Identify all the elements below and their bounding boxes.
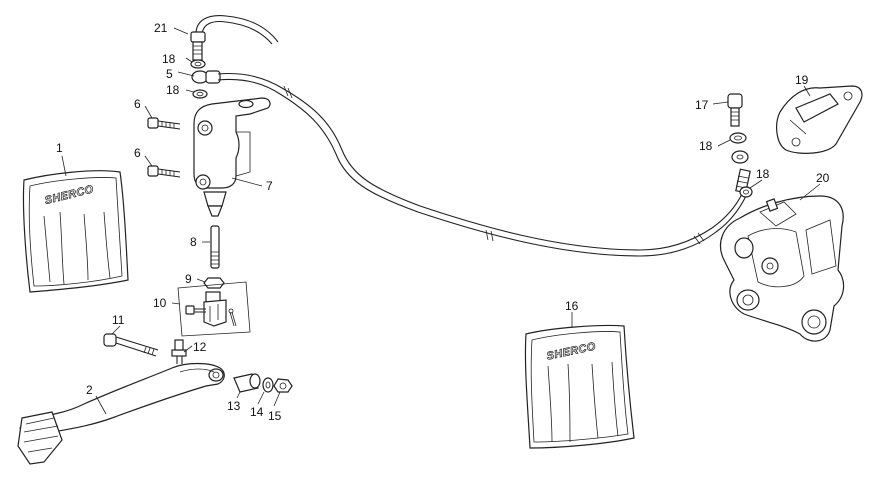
nut-9 [203,277,225,289]
callout-18-b: 18 [166,83,180,97]
callout-9: 9 [185,272,192,286]
brake-caliper [719,195,845,342]
brake-pad-19 [776,85,863,154]
bolt-6-upper [147,117,181,130]
leader-lines [61,27,821,415]
callout-15: 15 [268,409,282,423]
protective-bag-right: SHERCO [524,324,635,449]
callout-7: 7 [266,179,273,193]
callout-13: 13 [227,399,241,413]
callout-18-d: 18 [756,167,770,181]
spacer-13 [233,373,261,393]
nut-15 [273,378,293,393]
bolt-17 [727,93,743,127]
upper-hose [190,15,279,61]
callout-1: 1 [56,141,63,155]
pushrod [210,225,220,269]
callout-16: 16 [565,299,579,313]
banjo-bolt-5 [191,70,221,84]
washer-18-right-1 [729,132,747,144]
callout-19: 19 [795,73,809,87]
callout-10: 10 [153,296,167,310]
master-cylinder [193,97,271,217]
callout-12: 12 [193,340,207,354]
callout-18-a: 18 [162,52,176,66]
banjo-caliper [731,150,749,164]
callouts: 1 2 5 6 6 7 8 9 10 11 12 13 14 15 16 17 … [56,21,830,423]
callout-8: 8 [190,235,197,249]
callout-6-upper: 6 [134,97,141,111]
callout-14: 14 [250,405,264,419]
brake-line [217,73,751,257]
callout-6-lower: 6 [134,146,141,160]
clevis-assembly [177,281,251,337]
bolt-12 [171,339,187,364]
pivot-bolt [103,333,159,357]
washer-top-1 [190,59,206,69]
protective-bag-left: SHERCO [22,170,129,293]
callout-11: 11 [112,313,125,327]
callout-17: 17 [695,98,709,112]
callout-21: 21 [154,21,168,35]
brake-pedal [17,362,225,465]
washer-top-2 [192,89,208,99]
callout-20: 20 [816,171,830,185]
washer-14 [262,377,274,393]
callout-5: 5 [166,67,173,81]
callout-2: 2 [86,383,93,397]
washer-18-right-2 [739,186,753,198]
callout-18-c: 18 [699,139,713,153]
bolt-6-lower [147,165,181,178]
